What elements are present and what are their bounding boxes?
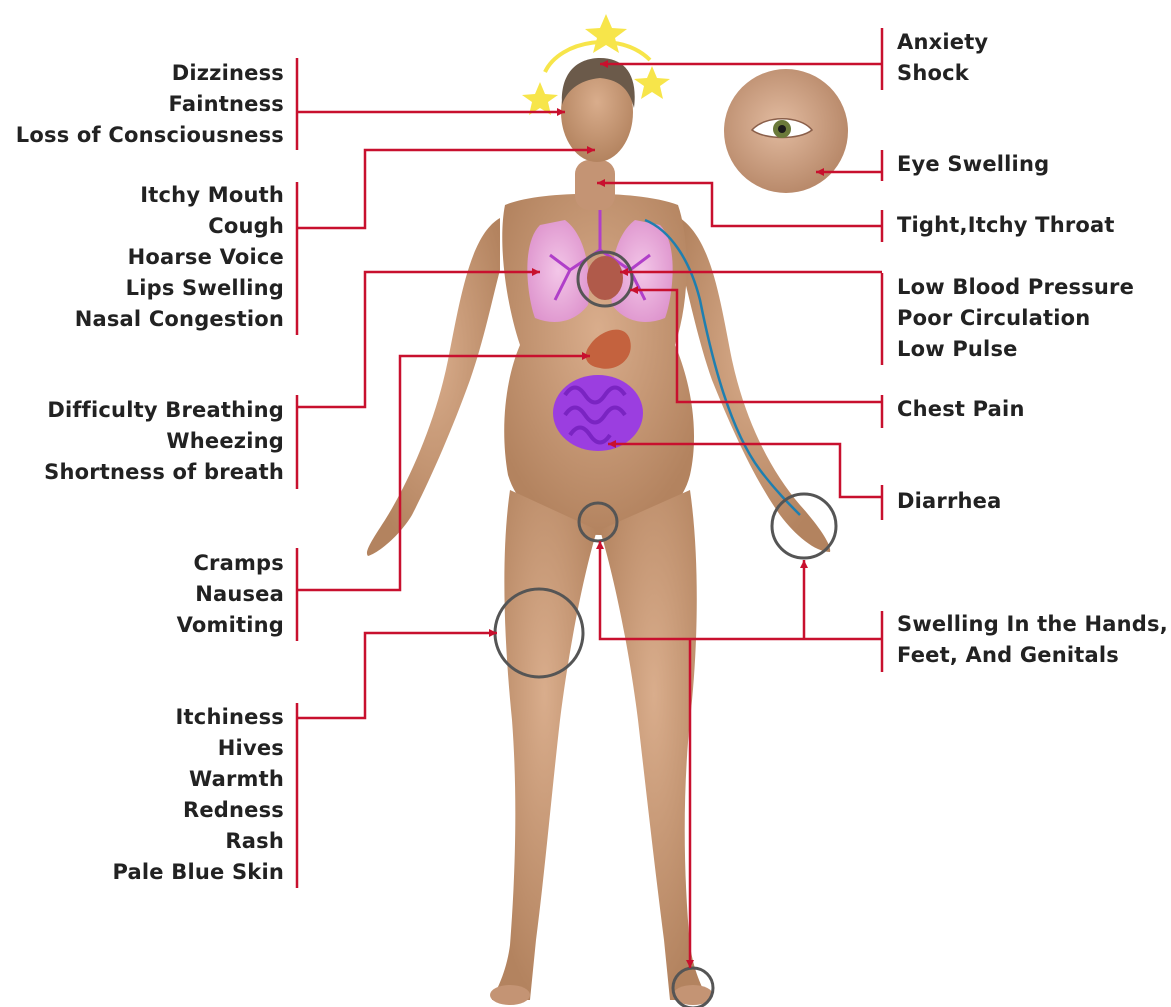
left-leg — [492, 490, 597, 1000]
symptom-label: Low Pulse — [897, 334, 1134, 365]
symptom-label: Pale Blue Skin — [113, 857, 285, 888]
symptom-label: Faintness — [16, 89, 284, 120]
heart — [587, 256, 623, 300]
symptom-label: Itchy Mouth — [75, 180, 284, 211]
symptom-label: Dizziness — [16, 58, 284, 89]
symptom-label: Shortness of breath — [44, 457, 284, 488]
symptom-label: Rash — [113, 826, 285, 857]
symptom-group-eye: Eye Swelling — [897, 149, 1049, 180]
symptom-label: Shock — [897, 58, 988, 89]
right-leg — [600, 490, 708, 1000]
right-arm — [680, 218, 830, 552]
symptom-label: Nasal Congestion — [75, 304, 284, 335]
symptom-label: Hoarse Voice — [75, 242, 284, 273]
symptom-group-lungs: Difficulty Breathing Wheezing Shortness … — [44, 395, 284, 488]
neck — [575, 160, 615, 210]
symptom-group-mind: Anxiety Shock — [897, 27, 988, 89]
symptom-group-circulation: Low Blood Pressure Poor Circulation Low … — [897, 272, 1134, 365]
symptom-group-skin: Itchiness Hives Warmth Redness Rash Pale… — [113, 702, 285, 888]
symptom-label: Warmth — [113, 764, 285, 795]
symptom-label: Tight,Itchy Throat — [897, 210, 1115, 241]
symptom-group-head: Dizziness Faintness Loss of Consciousnes… — [16, 58, 284, 151]
symptom-label: Difficulty Breathing — [44, 395, 284, 426]
symptom-label: Cough — [75, 211, 284, 242]
symptom-group-swelling: Swelling In the Hands, Feet, And Genital… — [897, 609, 1168, 671]
symptom-group-stomach: Cramps Nausea Vomiting — [177, 548, 284, 641]
symptom-group-bowel: Diarrhea — [897, 486, 1001, 517]
human-body-figure — [367, 58, 830, 1005]
symptom-label: Chest Pain — [897, 394, 1025, 425]
symptom-label: Cramps — [177, 548, 284, 579]
symptom-label: Low Blood Pressure — [897, 272, 1134, 303]
symptom-label: Loss of Consciousness — [16, 120, 284, 151]
symptom-label: Hives — [113, 733, 285, 764]
symptom-group-chest: Chest Pain — [897, 394, 1025, 425]
eye-closeup-icon — [724, 69, 848, 193]
symptom-label: Wheezing — [44, 426, 284, 457]
symptom-label: Poor Circulation — [897, 303, 1134, 334]
symptom-group-mouth: Itchy Mouth Cough Hoarse Voice Lips Swel… — [75, 180, 284, 335]
symptom-label: Swelling In the Hands, — [897, 609, 1168, 640]
left-foot — [490, 985, 530, 1005]
symptom-label: Diarrhea — [897, 486, 1001, 517]
symptom-label: Feet, And Genitals — [897, 640, 1168, 671]
symptom-label: Lips Swelling — [75, 273, 284, 304]
symptom-label: Nausea — [177, 579, 284, 610]
symptom-label: Eye Swelling — [897, 149, 1049, 180]
symptom-label: Vomiting — [177, 610, 284, 641]
symptom-label: Anxiety — [897, 27, 988, 58]
symptom-label: Redness — [113, 795, 285, 826]
symptom-label: Itchiness — [113, 702, 285, 733]
symptom-group-throat: Tight,Itchy Throat — [897, 210, 1115, 241]
intestines — [553, 375, 643, 451]
left-arm — [367, 218, 500, 556]
